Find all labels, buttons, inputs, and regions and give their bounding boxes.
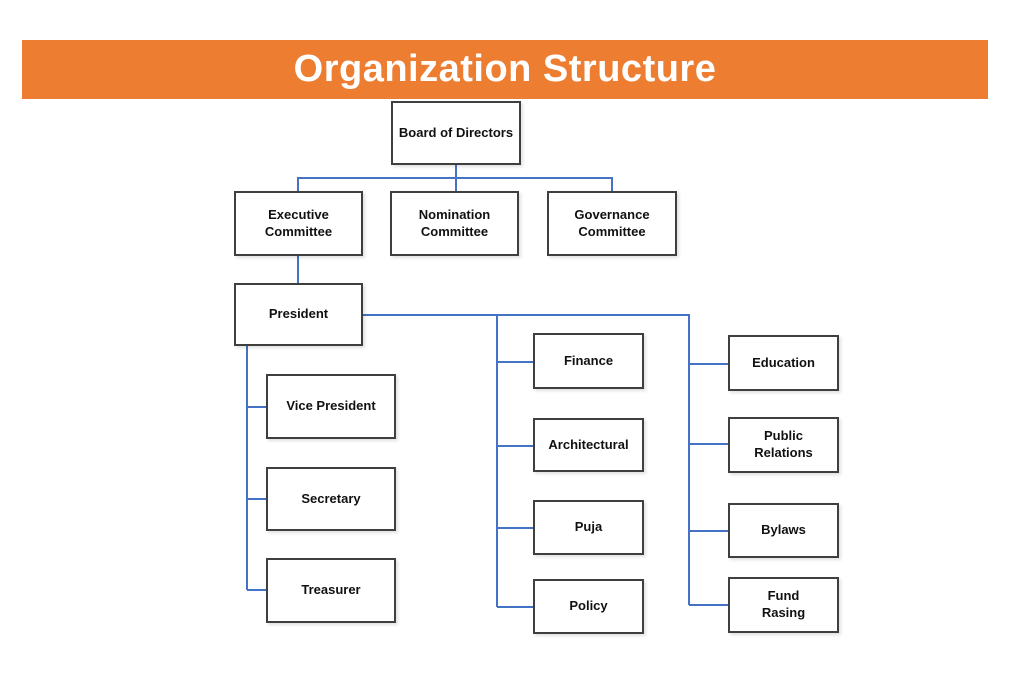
- org-node-vice-president: Vice President: [266, 374, 396, 439]
- title-banner: Organization Structure: [22, 40, 988, 99]
- connector-stub-public-relations: [689, 443, 728, 445]
- connector-stub-treasurer: [247, 589, 266, 591]
- connector-board-drop: [455, 165, 457, 177]
- page-title: Organization Structure: [293, 48, 717, 90]
- org-node-treasurer: Treasurer: [266, 558, 396, 623]
- connector-stub-education: [689, 363, 728, 365]
- org-node-bylaws: Bylaws: [728, 503, 839, 558]
- connector-stub-fund-raising: [689, 604, 728, 606]
- connector-right-spine: [688, 314, 690, 605]
- connector-stub-secretary: [247, 498, 266, 500]
- connector-nomination-drop: [455, 177, 457, 191]
- org-node-president: President: [234, 283, 363, 346]
- org-node-fund-raising: Fund Rasing: [728, 577, 839, 633]
- connector-left-spine: [246, 346, 248, 590]
- connector-president-branch: [363, 314, 690, 316]
- org-node-education: Education: [728, 335, 839, 391]
- connector-stub-finance: [497, 361, 533, 363]
- connector-executive-drop: [297, 177, 299, 191]
- org-node-nomination-committee: Nomination Committee: [390, 191, 519, 256]
- org-node-architectural: Architectural: [533, 418, 644, 472]
- org-node-finance: Finance: [533, 333, 644, 389]
- org-node-policy: Policy: [533, 579, 644, 634]
- connector-stub-bylaws: [689, 530, 728, 532]
- connector-governance-drop: [611, 177, 613, 191]
- connector-stub-puja: [497, 527, 533, 529]
- connector-stub-architectural: [497, 445, 533, 447]
- org-node-puja: Puja: [533, 500, 644, 555]
- org-node-executive-committee: Executive Committee: [234, 191, 363, 256]
- connector-executive-president: [297, 256, 299, 283]
- org-node-public-relations: Public Relations: [728, 417, 839, 473]
- org-node-governance-committee: Governance Committee: [547, 191, 677, 256]
- org-node-board-of-directors: Board of Directors: [391, 101, 521, 165]
- connector-middle-spine: [496, 314, 498, 607]
- org-node-secretary: Secretary: [266, 467, 396, 531]
- connector-stub-policy: [497, 606, 533, 608]
- connector-stub-vice-president: [247, 406, 266, 408]
